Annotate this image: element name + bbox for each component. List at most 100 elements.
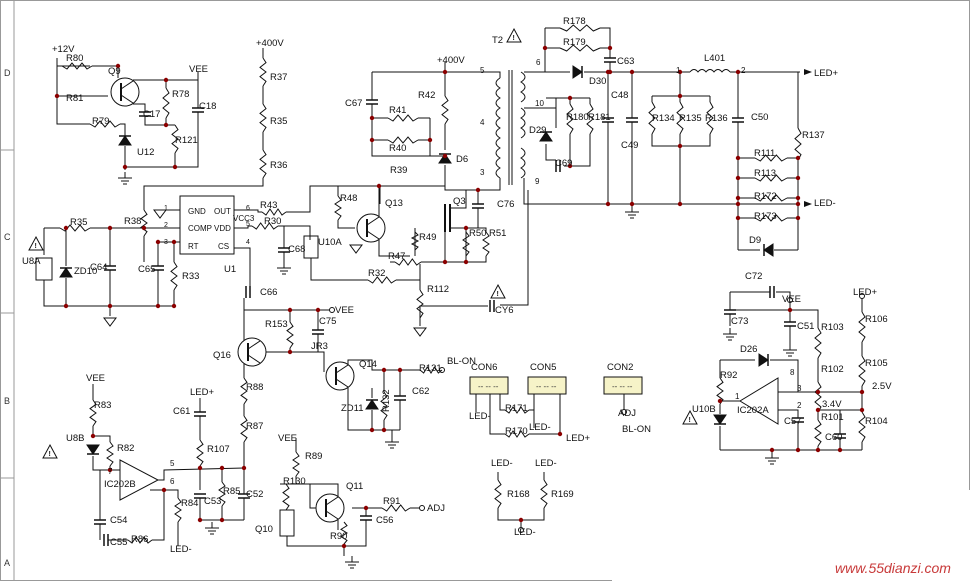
net-terminal bbox=[787, 297, 793, 303]
ic-u1-body bbox=[179, 195, 235, 255]
junction-dot bbox=[197, 517, 203, 523]
ref-r102: R102 bbox=[821, 364, 844, 375]
ref-r35b: R35 bbox=[70, 217, 87, 228]
junction-dot bbox=[122, 164, 128, 170]
zone-label-c: C bbox=[4, 232, 11, 242]
r103-body bbox=[814, 327, 822, 359]
ref-c67: C67 bbox=[345, 98, 362, 109]
rail-label-3v4: 3.4V bbox=[822, 399, 842, 410]
ref-zd11: ZD11 bbox=[341, 403, 364, 414]
ref-ic202b: IC202B bbox=[104, 479, 136, 490]
wire bbox=[450, 227, 467, 262]
ref-c56: C56 bbox=[376, 515, 393, 526]
r30-body bbox=[251, 222, 279, 230]
q14-transistor-collector bbox=[335, 364, 349, 374]
r121-body bbox=[171, 124, 179, 154]
rail-label-blon-1: BL-ON bbox=[447, 356, 476, 367]
junction-dot bbox=[161, 487, 167, 493]
wire bbox=[266, 351, 325, 372]
ref-r181: R181 bbox=[588, 112, 611, 123]
ref-r48: R48 bbox=[340, 193, 357, 204]
wire bbox=[600, 27, 611, 48]
wire bbox=[371, 104, 445, 157]
rail-label-400v-2: +400V bbox=[437, 55, 465, 66]
warning-icon-mark: ! bbox=[689, 417, 691, 424]
ref-c64: C64 bbox=[90, 262, 107, 273]
l401-inductor bbox=[689, 69, 731, 73]
junction-dot bbox=[369, 137, 375, 143]
junction-dot bbox=[63, 225, 69, 231]
junction-dot bbox=[795, 447, 801, 453]
wire bbox=[790, 309, 819, 328]
junction-dot bbox=[163, 77, 169, 83]
ref-r170: R170 bbox=[505, 426, 528, 437]
ref-c63: C63 bbox=[617, 56, 634, 67]
ref-r178: R178 bbox=[563, 16, 586, 27]
ref-u10a: U10A bbox=[318, 237, 342, 248]
ic-pin-out: OUT bbox=[214, 207, 231, 216]
connector-con5 bbox=[527, 376, 567, 395]
ref-r136: R136 bbox=[705, 113, 728, 124]
ref-r33: R33 bbox=[182, 271, 199, 282]
junction-dot bbox=[287, 307, 293, 313]
net-terminal bbox=[518, 527, 524, 533]
r36-body bbox=[259, 149, 267, 179]
ref-r103: R103 bbox=[821, 322, 844, 333]
warning-icon bbox=[28, 235, 44, 251]
junction-dot bbox=[141, 225, 147, 231]
q13-transistor bbox=[356, 213, 386, 243]
ref-r50: R50 bbox=[469, 228, 486, 239]
r32-body bbox=[367, 276, 397, 284]
wire bbox=[234, 225, 252, 229]
q13-transistor-emitter bbox=[366, 230, 380, 240]
ref-r89: R89 bbox=[305, 451, 322, 462]
ic-pin-num-4: 4 bbox=[246, 239, 250, 246]
junction-dot bbox=[442, 69, 448, 75]
r43-body bbox=[261, 208, 287, 216]
wire bbox=[300, 483, 316, 509]
junction-dot bbox=[376, 183, 382, 189]
r88-body bbox=[240, 377, 248, 405]
r179-body bbox=[559, 44, 601, 52]
junction-dot bbox=[629, 201, 635, 207]
wire-layer bbox=[43, 27, 863, 556]
ic202a-pin-2: 2 bbox=[797, 401, 802, 410]
r38-body bbox=[140, 209, 148, 237]
junction-dot bbox=[241, 465, 247, 471]
ref-cy6: CY6 bbox=[495, 305, 513, 316]
r169-body bbox=[540, 479, 548, 509]
q11-transistor-emitter bbox=[325, 510, 339, 520]
wire bbox=[300, 483, 339, 496]
ref-r49: R49 bbox=[419, 232, 436, 243]
ref-r135: R135 bbox=[679, 113, 702, 124]
ref-c62: C62 bbox=[412, 386, 429, 397]
junction-dot bbox=[567, 163, 573, 169]
r131-body bbox=[419, 366, 443, 374]
ref-r168: R168 bbox=[507, 489, 530, 500]
ref-q9: Q9 bbox=[108, 66, 121, 77]
rail-label-adj-2: ADJ bbox=[618, 408, 636, 419]
r50-body bbox=[462, 231, 470, 257]
wire bbox=[56, 96, 90, 125]
q13-transistor-collector bbox=[366, 216, 380, 226]
ref-r79: R79 bbox=[92, 116, 109, 127]
ref-r40: R40 bbox=[389, 143, 406, 154]
junction-dot bbox=[787, 307, 793, 313]
ref-q14: Q14 bbox=[359, 359, 377, 370]
junction-dot bbox=[769, 447, 775, 453]
ref-r42: R42 bbox=[418, 90, 435, 101]
r47-body bbox=[394, 258, 422, 266]
d29-diode bbox=[539, 131, 553, 142]
r181-body bbox=[586, 103, 594, 135]
r48-body bbox=[334, 195, 342, 221]
connector-con6 bbox=[469, 376, 509, 395]
component-layer: !!!!! bbox=[28, 24, 866, 569]
ref-r112: R112 bbox=[427, 284, 449, 295]
ref-c51: C51 bbox=[797, 321, 814, 332]
junction-dot bbox=[815, 447, 821, 453]
parallel-resistor bbox=[754, 194, 788, 202]
opamp-ic202a bbox=[739, 377, 779, 425]
ref-zd10: ZD10 bbox=[74, 266, 97, 277]
warning-icon-mark: ! bbox=[49, 451, 51, 458]
wire bbox=[347, 359, 420, 371]
